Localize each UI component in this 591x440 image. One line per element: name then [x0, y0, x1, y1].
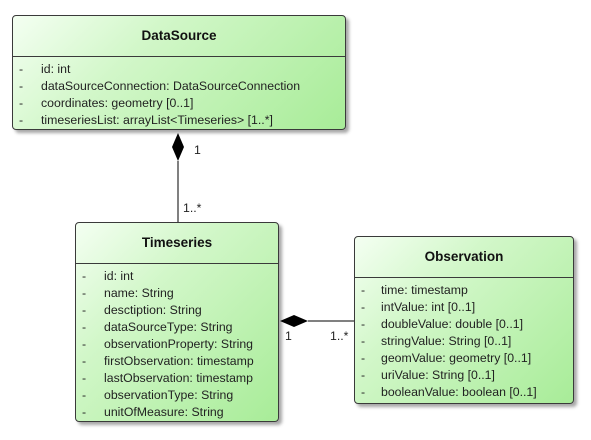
attribute-text: doubleValue: double [0..1]	[381, 317, 523, 331]
class-datasource[interactable]: DataSource - id: int - dataSourceConnectio…	[12, 15, 346, 130]
attribute-text: coordinates: geometry [0..1]	[41, 96, 194, 110]
attribute-item: - id: int	[13, 61, 345, 78]
list-marker: -	[19, 96, 24, 110]
attribute-item: - observationType: String	[76, 387, 278, 404]
attribute-text: observationProperty: String	[104, 337, 254, 351]
list-marker: -	[82, 303, 87, 317]
attribute-item: - desctiption: String	[76, 302, 278, 319]
attribute-item: - name: String	[76, 285, 278, 302]
attribute-text: id: int	[41, 62, 71, 76]
attribute-text: time: timestamp	[381, 283, 468, 297]
multiplicity-label: 1..*	[183, 201, 202, 215]
list-marker: -	[82, 371, 87, 385]
class-timeseries[interactable]: Timeseries - id: int - name: String - desct…	[75, 222, 279, 422]
multiplicity-label: 1..*	[330, 329, 349, 343]
list-marker: -	[19, 79, 24, 93]
attribute-list: - time: timestamp - intValue: int [0..1] -…	[355, 278, 573, 401]
attribute-item: - coordinates: geometry [0..1]	[13, 95, 345, 112]
attribute-text: stringValue: String [0..1]	[381, 334, 512, 348]
attribute-item: - booleanValue: boolean [0..1]	[355, 384, 573, 401]
composition-diamond-timeseries	[280, 315, 308, 327]
list-marker: -	[82, 354, 87, 368]
attribute-text: dataSourceConnection: DataSourceConnecti…	[41, 79, 301, 93]
attribute-list: - id: int - name: String - desctiption: Str…	[76, 264, 278, 421]
attribute-item: - observationProperty: String	[76, 336, 278, 353]
attribute-text: observationType: String	[104, 388, 234, 402]
attribute-item: - doubleValue: double [0..1]	[355, 316, 573, 333]
list-marker: -	[361, 334, 366, 348]
list-marker: -	[361, 385, 366, 399]
list-marker: -	[361, 368, 366, 382]
attribute-text: lastObservation: timestamp	[104, 371, 253, 385]
attribute-item: - stringValue: String [0..1]	[355, 333, 573, 350]
attribute-text: timeseriesList: arrayList<Timeseries> [1…	[41, 113, 273, 127]
class-name: DataSource	[13, 16, 345, 57]
attribute-item: - timeseriesList: arrayList<Timeseries> […	[13, 112, 345, 129]
attribute-text: geomValue: geometry [0..1]	[381, 351, 532, 365]
list-marker: -	[361, 283, 366, 297]
attribute-item: - dataSourceConnection: DataSourceConnect…	[13, 78, 345, 95]
list-marker: -	[361, 300, 366, 314]
attribute-item: - id: int	[76, 268, 278, 285]
attribute-text: firstObservation: timestamp	[104, 354, 254, 368]
list-marker: -	[19, 113, 24, 127]
list-marker: -	[19, 62, 24, 76]
multiplicity-label: 1	[285, 329, 292, 343]
attribute-item: - geomValue: geometry [0..1]	[355, 350, 573, 367]
attribute-item: - lastObservation: timestamp	[76, 370, 278, 387]
list-marker: -	[82, 388, 87, 402]
attribute-item: - uriValue: String [0..1]	[355, 367, 573, 384]
class-observation[interactable]: Observation - time: timestamp - intValue: …	[354, 236, 574, 404]
attribute-text: dataSourceType: String	[104, 320, 233, 334]
list-marker: -	[82, 269, 87, 283]
attribute-item: - time: timestamp	[355, 282, 573, 299]
attribute-text: name: String	[104, 286, 174, 300]
list-marker: -	[82, 286, 87, 300]
attribute-text: desctiption: String	[104, 303, 202, 317]
list-marker: -	[361, 351, 366, 365]
attribute-item: - unitOfMeasure: String	[76, 404, 278, 421]
multiplicity-label: 1	[194, 143, 201, 157]
attribute-text: unitOfMeasure: String	[104, 405, 224, 419]
attribute-text: uriValue: String [0..1]	[381, 368, 495, 382]
list-marker: -	[82, 337, 87, 351]
attribute-item: - dataSourceType: String	[76, 319, 278, 336]
composition-diamond-datasource	[172, 133, 184, 161]
attribute-item: - firstObservation: timestamp	[76, 353, 278, 370]
attribute-text: booleanValue: boolean [0..1]	[381, 385, 537, 399]
list-marker: -	[361, 317, 366, 331]
attribute-text: id: int	[104, 269, 134, 283]
class-name: Timeseries	[76, 223, 278, 264]
list-marker: -	[82, 320, 87, 334]
attribute-item: - intValue: int [0..1]	[355, 299, 573, 316]
attribute-list: - id: int - dataSourceConnection: DataSour…	[13, 57, 345, 129]
list-marker: -	[82, 405, 87, 419]
attribute-text: intValue: int [0..1]	[381, 300, 476, 314]
class-name: Observation	[355, 237, 573, 278]
